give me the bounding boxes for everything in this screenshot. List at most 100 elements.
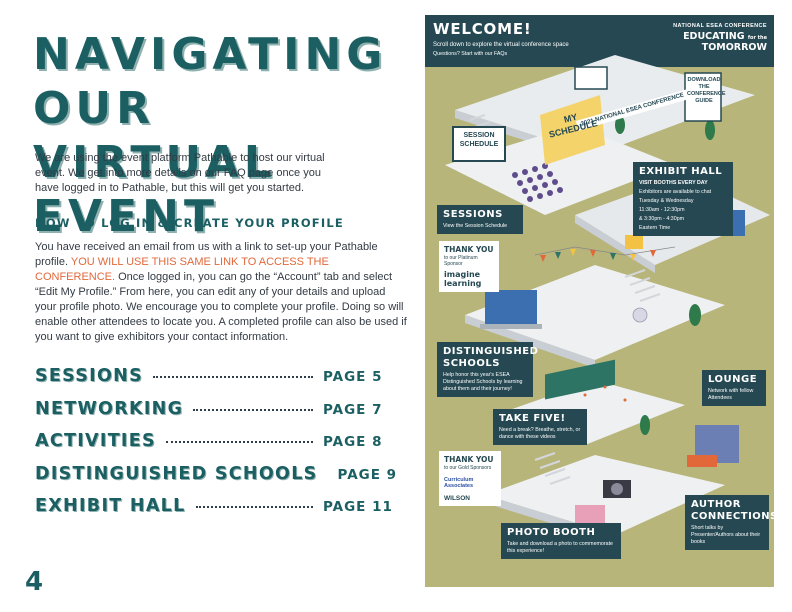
- welcome-block: WELCOME! Scroll down to explore the virt…: [433, 20, 569, 57]
- photo-booth-sub: Take and download a photo to commemorate…: [507, 541, 614, 554]
- take-five-sub: Need a break? Breathe, stretch, or dance…: [499, 427, 581, 440]
- author-connections-sub: Short talks by Presenter/Authors about t…: [691, 525, 761, 545]
- camera-lens: [611, 483, 623, 495]
- login-heading: HOW TO LOG IN & CREATE YOUR PROFILE: [35, 216, 344, 230]
- session-audience: [512, 163, 563, 202]
- conference-tagline: EDUCATING for the TOMORROW: [649, 31, 767, 53]
- photo-backdrop: [575, 505, 605, 527]
- toc-item-networking[interactable]: NETWORKING PAGE 7: [35, 398, 383, 432]
- exhibit-hall-sub3: Tuesday & Wednesday: [639, 198, 694, 204]
- confetti: [583, 385, 627, 402]
- take-five-title: TAKE FIVE!: [499, 413, 566, 424]
- sessions-label[interactable]: SESSIONS View the Session Schedule: [437, 205, 523, 234]
- header-band: [425, 15, 774, 67]
- toc-label: ACTIVITIES: [35, 431, 156, 451]
- exhibit-hall-title: EXHIBIT HALL: [639, 166, 723, 177]
- exhibit-hall-sub5: & 3:30pm - 4:30pm: [639, 216, 685, 222]
- toc-leader: [193, 408, 313, 411]
- venue-map-poster: WELCOME! Scroll down to explore the virt…: [425, 15, 774, 587]
- laptop-screen: [485, 290, 537, 324]
- top-screen-2: [684, 72, 722, 122]
- title-line-1: NAVIGATING OUR: [33, 29, 388, 134]
- tagline-part-1: EDUCATING: [683, 31, 745, 42]
- toc-label: NETWORKING: [35, 398, 184, 419]
- disco-ball: [632, 307, 648, 323]
- sessions-sub: View the Session Schedule: [443, 223, 508, 229]
- table-of-contents: SESSIONS PAGE 5 NETWORKING PAGE 7 ACTIVI…: [35, 366, 396, 529]
- stairs-lower: [534, 452, 571, 485]
- platinum-sponsor-card[interactable]: THANK YOU to our Platinum Sponsor imagin…: [439, 241, 499, 292]
- toc-label: EXHIBIT HALL: [35, 496, 186, 516]
- top-screen-1: [574, 66, 608, 90]
- platform-exhibit-edge: [575, 215, 655, 273]
- poster-illustration: [425, 15, 774, 543]
- exhibit-hall-sub2: Exhibitors are available to chat: [639, 189, 712, 195]
- laptop-base: [480, 324, 542, 329]
- author-connections-label[interactable]: AUTHOR CONNECTIONS Short talks by Presen…: [685, 495, 774, 550]
- wilson-logo: WILSON: [444, 495, 470, 502]
- toc-leader: [165, 441, 313, 443]
- download-guide-button[interactable]: DOWNLOAD THE CONFERENCE GUIDE: [687, 77, 726, 104]
- conference-logo: NATIONAL ESEA CONFERENCE EDUCATING for t…: [649, 23, 767, 53]
- toc-item-sessions[interactable]: SESSIONS PAGE 5: [35, 366, 383, 399]
- gold-sponsors-card[interactable]: THANK YOU to our Gold Sponsors Curriculu…: [439, 451, 501, 506]
- toc-label: SESSIONS: [35, 366, 144, 386]
- my-schedule-sign: [540, 95, 605, 165]
- toc-item-exhibit-hall[interactable]: EXHIBIT HALL PAGE 11: [35, 496, 393, 529]
- login-text-1: You have received an email from us with …: [35, 241, 378, 268]
- distinguished-schools-label[interactable]: DISTINGUISHED SCHOOLS Help honor this ye…: [437, 342, 539, 397]
- photo-booth-label[interactable]: PHOTO BOOTH Take and download a photo to…: [501, 523, 621, 559]
- tagline-part-mid: for the: [747, 35, 767, 41]
- welcome-subtitle: Scroll down to explore the virtual confe…: [433, 42, 569, 48]
- toc-label: DISTINGUISHED SCHOOLS: [35, 463, 318, 484]
- platinum-thankyou: THANK YOU: [444, 245, 494, 254]
- intro-paragraph: We are using the event platform Pathable…: [35, 152, 325, 194]
- take-five-label[interactable]: TAKE FIVE! Need a break? Breathe, stretc…: [493, 409, 587, 445]
- toc-item-distinguished-schools[interactable]: DISTINGUISHED SCHOOLS PAGE 9: [35, 463, 396, 497]
- photo-booth-title: PHOTO BOOTH: [507, 527, 596, 538]
- gold-sub: to our Gold Sponsors: [444, 465, 492, 471]
- takefive-stage: [545, 359, 615, 400]
- toc-page: PAGE 9: [337, 466, 398, 483]
- lounge-label[interactable]: LOUNGE Network with fellow Attendees: [702, 370, 766, 406]
- session-schedule-link[interactable]: SESSION SCHEDULE: [459, 132, 499, 148]
- toc-leader: [153, 376, 313, 378]
- stairs-middle: [624, 269, 661, 302]
- distinguished-schools-title: DISTINGUISHED SCHOOLS: [443, 346, 539, 369]
- bunting-string: [534, 246, 676, 256]
- toc-page: PAGE 7: [323, 401, 383, 418]
- exhibit-hall-sub6: Eastern Time: [639, 225, 671, 231]
- session-schedule-sign: [452, 126, 506, 162]
- exhibit-hall-sub1: VISIT BOOTHS EVERY DAY: [639, 180, 708, 186]
- faq-link[interactable]: Questions? Start with our FAQs: [433, 51, 508, 57]
- platform-mid: [465, 265, 725, 360]
- toc-item-activities[interactable]: ACTIVITIES PAGE 8: [35, 431, 383, 464]
- exhibit-hall-sub4: 11:30am - 12:30pm: [639, 207, 685, 213]
- title-line-2: VIRTUAL EVENT: [33, 137, 277, 242]
- distinguished-schools-sub: Help honor this year's ESEA Distinguishe…: [443, 372, 523, 392]
- conference-small: NATIONAL ESEA CONFERENCE: [673, 23, 767, 29]
- platinum-sub: to our Platinum Sponsor: [444, 255, 478, 267]
- bunting-flags: [540, 249, 656, 262]
- platform-top: [455, 55, 755, 155]
- lounge-sub: Network with fellow Attendees: [708, 388, 754, 401]
- page-title: NAVIGATING OUR VIRTUAL EVENT: [33, 28, 420, 244]
- left-column: NAVIGATING OUR VIRTUAL EVENT We are usin…: [25, 28, 420, 597]
- gold-thankyou: THANK YOU: [444, 455, 494, 464]
- welcome-title: WELCOME!: [433, 20, 532, 38]
- toc-page: PAGE 8: [323, 434, 383, 450]
- login-paragraph: You have received an email from us with …: [35, 240, 407, 345]
- tagline-part-2: TOMORROW: [701, 42, 767, 53]
- toc-page: PAGE 5: [323, 369, 383, 385]
- toc-page: PAGE 11: [323, 499, 393, 515]
- book-2: [687, 455, 717, 467]
- author-connections-title: AUTHOR CONNECTIONS: [691, 499, 774, 522]
- exhibit-booth-3: [625, 235, 643, 249]
- imagine-learning-logo: imagine learning: [444, 270, 482, 288]
- toc-leader: [195, 506, 313, 508]
- exhibit-hall-label[interactable]: EXHIBIT HALL VISIT BOOTHS EVERY DAY Exhi…: [633, 162, 733, 236]
- sessions-title: SESSIONS: [443, 209, 503, 220]
- lounge-title: LOUNGE: [708, 374, 758, 385]
- page-number: 4: [25, 567, 44, 597]
- login-text-2: Once logged in, you can go the “Account”…: [35, 271, 407, 343]
